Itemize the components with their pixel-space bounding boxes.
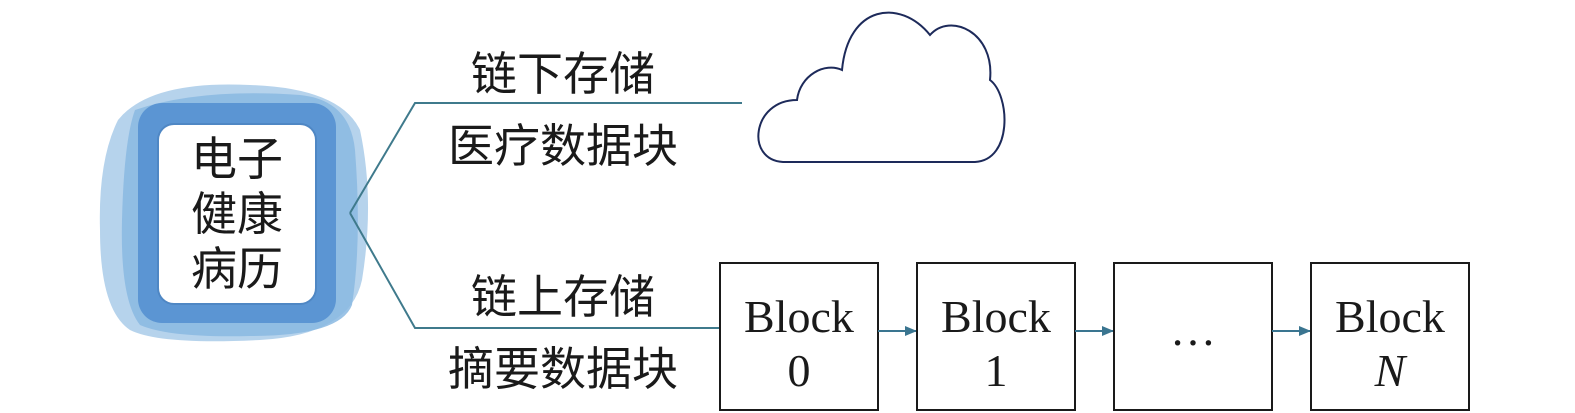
- block-label: Block: [744, 291, 854, 342]
- record-label-line-1: 电子: [191, 132, 283, 186]
- block-label: Block: [941, 291, 1051, 342]
- offchain-subtitle: 医疗数据块: [448, 119, 678, 173]
- block-index: 0: [788, 345, 811, 396]
- cloud-storage-icon: [757, 11, 1006, 163]
- offchain-connector: [349, 102, 742, 214]
- blockchain: Block 0 Block 1 … Block N: [719, 262, 1470, 411]
- onchain-title: 链上存储: [471, 270, 655, 324]
- block-index: 1: [985, 345, 1008, 396]
- block-label: Block: [1335, 291, 1445, 342]
- block-box: [916, 262, 1076, 411]
- record-card: [157, 123, 317, 305]
- onchain-connector: [349, 212, 720, 329]
- record-label-line-3: 病历: [191, 242, 283, 296]
- block-box: [719, 262, 879, 411]
- block-box: [1113, 262, 1273, 411]
- offchain-title: 链下存储: [471, 47, 655, 101]
- record-label-line-2: 健康: [191, 187, 283, 241]
- ehr-record-icon: 电子 健康 病历: [99, 84, 369, 342]
- block-box: [1310, 262, 1470, 411]
- block-index: N: [1374, 345, 1408, 396]
- onchain-subtitle: 摘要数据块: [448, 342, 678, 396]
- block-ellipsis: …: [1170, 304, 1216, 355]
